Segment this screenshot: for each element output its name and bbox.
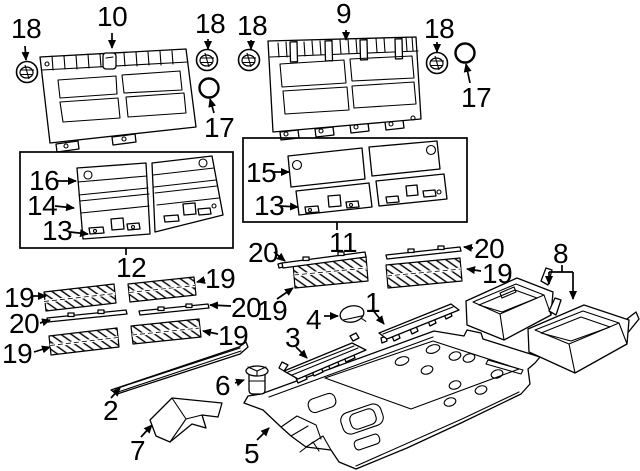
callout-20-row2-right[interactable]: 20 [231,292,262,323]
callout-arrow [208,98,217,114]
callout-8[interactable]: 8 [553,238,569,269]
part-sill-plate-19-a [43,283,117,312]
part-sill-retainer-20-c [277,251,367,269]
callout-13-right-box[interactable]: 13 [254,190,285,221]
part-load-floor-panel-9 [267,36,422,141]
part-sill-retainer-20-a [46,309,128,323]
callout-arrow [202,328,219,337]
callout-arrow [466,266,482,275]
callout-20-center[interactable]: 20 [248,237,279,268]
callout-arrow [110,387,121,399]
callout-9[interactable]: 9 [336,0,352,29]
part-load-floor-panel-10 [39,48,197,153]
part-retainer-cap-18-d [425,51,449,75]
callout-19-row1-right[interactable]: 19 [205,263,236,294]
callout-arrow-layer [21,30,577,441]
callout-19-row1-left[interactable]: 19 [4,282,35,313]
part-trim-panel-assembly-11 [242,137,468,223]
part-cover-panel-7 [149,397,223,443]
part-sill-plate-19-f [385,257,463,289]
callout-18-top-left[interactable]: 18 [11,13,42,44]
callout-15[interactable]: 15 [246,157,277,188]
callout-13-left-box[interactable]: 13 [42,215,73,246]
callout-2[interactable]: 2 [103,395,119,426]
callout-14[interactable]: 14 [27,190,58,221]
callout-box-11 [242,137,468,223]
callout-arrow [54,203,75,212]
callout-17-right[interactable]: 17 [461,82,492,113]
part-retainer-cap-18-b [195,48,219,72]
callout-arrow [276,287,294,300]
callout-19-row3-left[interactable]: 19 [2,338,33,369]
callout-arrow [256,427,270,441]
part-retainer-clip-4 [339,305,367,323]
callout-18-top-right[interactable]: 18 [424,13,455,44]
callout-18-mid-left[interactable]: 18 [195,8,226,39]
part-sill-plate-19-d [130,318,202,345]
callout-arrow [463,243,474,252]
callout-19-row3-right[interactable]: 19 [218,320,249,351]
part-floor-carpet-5 [243,329,541,470]
callout-6[interactable]: 6 [215,370,231,401]
callout-5[interactable]: 5 [244,438,260,469]
callout-arrow [140,424,153,438]
callout-1[interactable]: 1 [365,287,381,318]
callout-arrow [69,229,89,238]
callout-arrow [196,276,206,284]
part-retainer-ring-17-b [454,42,476,64]
part-sill-retainer-20-b [138,303,210,316]
part-trim-panel-assembly-12 [19,151,234,249]
callout-arrow [295,346,308,359]
callout-20-right[interactable]: 20 [474,233,505,264]
part-sill-plate-19-b [127,276,197,303]
callout-arrow [33,345,51,354]
callout-20-row2-left[interactable]: 20 [9,308,40,339]
part-sill-plate-19-c [48,327,120,356]
callout-19-right[interactable]: 19 [482,258,513,289]
part-retainer-cap-18-a [15,60,39,84]
callout-arrow [234,378,245,387]
callout-16[interactable]: 16 [29,165,60,196]
callout-arrow [463,63,472,84]
callout-17-left[interactable]: 17 [204,112,235,143]
callout-19-center[interactable]: 19 [257,295,288,326]
part-sill-retainer-20-d [385,245,462,260]
callout-12[interactable]: 12 [116,252,147,283]
callout-arrow [371,308,385,325]
part-storage-bin-8-right [527,297,640,374]
callout-4[interactable]: 4 [306,304,322,335]
callout-7[interactable]: 7 [130,435,146,466]
part-retainer-cap-18-c [237,48,261,72]
callout-18-mid-right[interactable]: 18 [237,10,268,41]
part-support-rail-1 [378,303,460,344]
callout-10[interactable]: 10 [97,1,128,32]
callout-arrow [21,45,30,61]
callout-3[interactable]: 3 [285,322,301,353]
callout-arrow [279,202,299,211]
callout-arrow [273,251,286,262]
part-plug-grommet-6 [245,365,269,395]
callout-arrow [39,318,51,327]
callout-arrow [209,301,232,310]
callout-11[interactable]: 11 [329,227,358,258]
part-retainer-ring-17-a [198,77,220,99]
part-support-rail-3 [278,332,367,384]
